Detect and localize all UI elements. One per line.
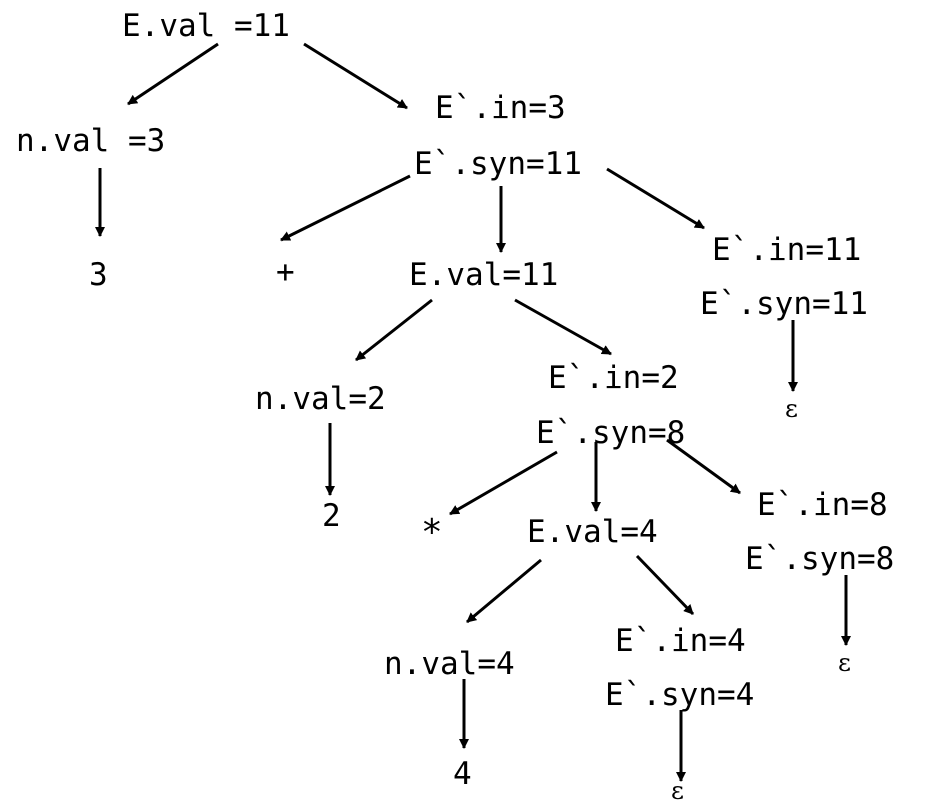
edge-ep1_syn-to-ep2_in [606,167,705,230]
edge-ep3_syn-to-ep4_in [666,438,741,495]
node-ep3-syn: E`.syn=8 [536,415,686,451]
node-ep1-in: E`.in=3 [435,90,566,126]
edge-ep1_syn-to-plus [280,174,411,242]
node-plus: + [276,254,295,290]
edge-root-to-nval3 [127,42,219,106]
node-star: * [421,512,443,553]
node-leaf2: 2 [322,498,341,534]
node-eval4: E.val=4 [527,514,658,550]
node-eps3: ε [671,776,684,804]
node-ep2-syn: E`.syn=11 [700,286,868,322]
edge-eval4-to-ep5_in [635,554,695,616]
node-ep5-in: E`.in=4 [615,623,746,659]
node-nval3: n.val =3 [16,123,166,159]
node-eps2: ε [838,648,851,677]
node-root: E.val =11 [122,8,290,44]
edge-eval11-to-nval2 [355,298,433,362]
edge-root-to-ep1_in [303,42,408,110]
node-eps1: ε [785,394,798,423]
node-leaf4: 4 [453,756,472,792]
node-nval4: n.val=4 [384,646,515,682]
node-nval2: n.val=2 [255,381,386,417]
node-leaf3: 3 [89,257,108,293]
node-ep5-syn: E`.syn=4 [605,677,755,713]
edge-ep3_syn-to-star [449,450,558,516]
node-ep4-in: E`.in=8 [757,487,888,523]
edge-eval11-to-ep3_in [514,298,612,356]
edge-eval4-to-nval4 [466,558,542,624]
node-eval11: E.val=11 [409,257,559,293]
node-ep1-syn: E`.syn=11 [414,146,582,182]
node-ep4-syn: E`.syn=8 [745,541,895,577]
node-ep2-in: E`.in=11 [712,232,862,268]
node-ep3-in: E`.in=2 [548,360,679,396]
